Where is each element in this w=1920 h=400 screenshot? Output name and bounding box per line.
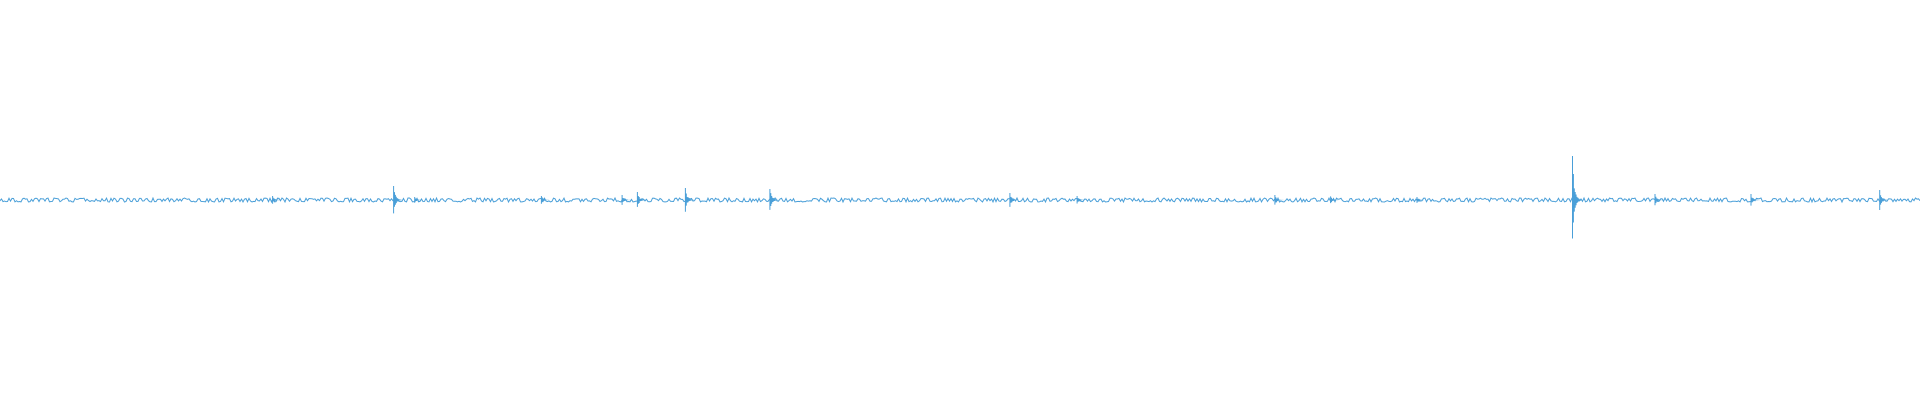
waveform-peak-8	[1009, 193, 1019, 207]
waveform-peak-11	[1330, 196, 1340, 204]
waveform-peak-7	[769, 189, 779, 210]
waveform-peak-6	[684, 188, 694, 212]
waveform-peak-10	[1274, 195, 1284, 205]
waveform-peak-9	[1076, 196, 1086, 204]
waveform-baseline	[0, 196, 1920, 204]
waveform-peak-1	[393, 186, 403, 214]
waveform-peak-5	[636, 192, 646, 207]
waveform-series	[0, 156, 1920, 239]
waveform-peak-14	[1654, 194, 1664, 206]
waveform-peak-0	[272, 196, 282, 204]
waveform-peak-12	[1416, 197, 1426, 203]
waveform-peak-4	[621, 195, 631, 205]
waveform-peak-2	[414, 197, 424, 203]
waveform-peak-13	[1572, 156, 1582, 239]
waveform-peak-16	[1879, 190, 1889, 210]
waveform-peak-3	[540, 196, 550, 204]
waveform-peak-15	[1750, 194, 1760, 206]
